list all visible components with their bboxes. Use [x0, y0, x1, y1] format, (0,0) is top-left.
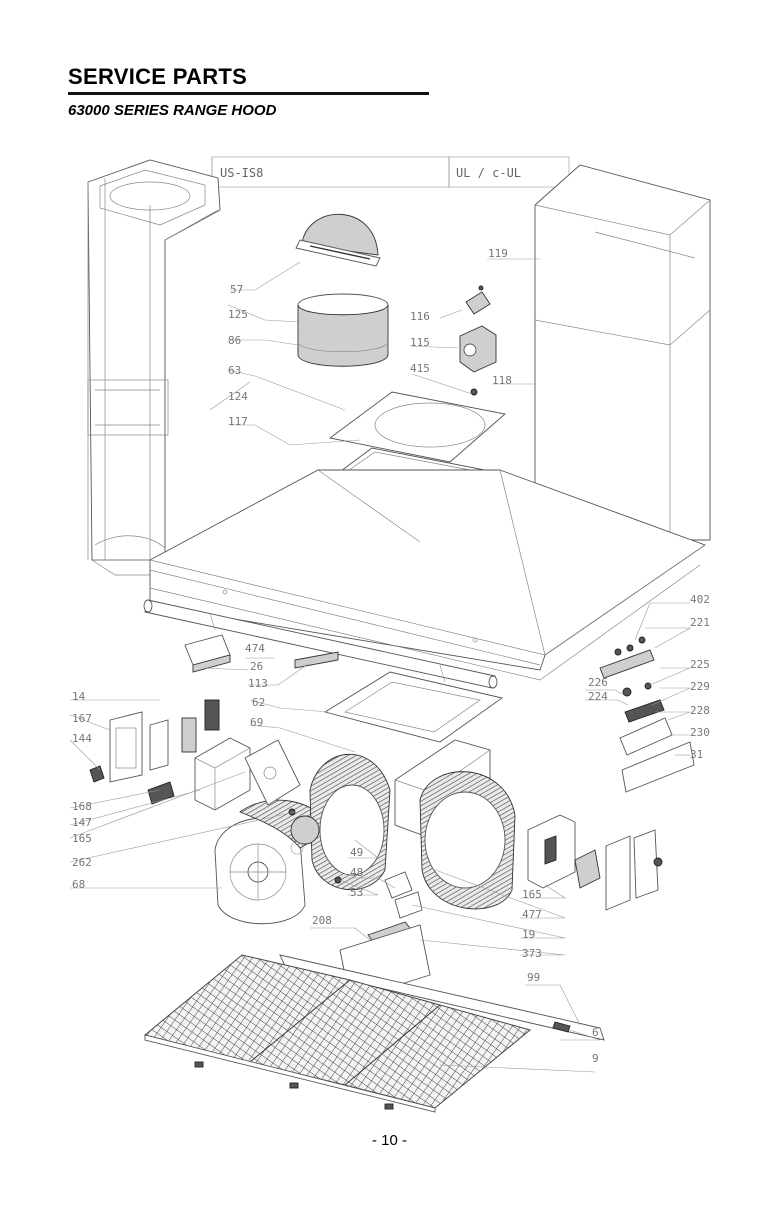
certification-box: US-IS8 UL / c-UL — [212, 157, 569, 187]
part-label: 57 — [230, 283, 243, 296]
part-label: 167 — [72, 712, 92, 725]
part-label: 262 — [72, 856, 92, 869]
part-label: 225 — [690, 658, 710, 671]
cert-label-right: UL / c-UL — [456, 166, 521, 180]
part-label: 31 — [690, 748, 703, 761]
part-label: 165 — [72, 832, 92, 845]
part-label: 124 — [228, 390, 248, 403]
part-label: 113 — [248, 677, 268, 690]
part-label: 373 — [522, 947, 542, 960]
part-label: 224 — [588, 690, 608, 703]
light-assembly-parts — [600, 637, 694, 792]
part-label: 228 — [690, 704, 710, 717]
part-label: 53 — [350, 886, 363, 899]
part-label: 48 — [350, 866, 363, 879]
part-label: 26 — [250, 660, 263, 673]
part-label: 99 — [527, 971, 540, 984]
part-477-relay — [606, 830, 662, 910]
part-label: 116 — [410, 310, 430, 323]
part-116-115-brackets — [460, 286, 496, 395]
part-57-dome — [296, 214, 380, 266]
part-label: 63 — [228, 364, 241, 377]
part-label: 168 — [72, 800, 92, 813]
part-label: 117 — [228, 415, 248, 428]
part-label: 230 — [690, 726, 710, 739]
part-label: 119 — [488, 247, 508, 260]
part-label: 402 — [690, 593, 710, 606]
part-label: 125 — [228, 308, 248, 321]
part-label: 208 — [312, 914, 332, 927]
part-label: 165 — [522, 888, 542, 901]
part-147-control-box — [195, 738, 250, 810]
part-165-right-switch — [528, 815, 600, 888]
part-label: 229 — [690, 680, 710, 693]
part-label: 147 — [72, 816, 92, 829]
right-chimney-cover — [535, 165, 710, 540]
part-label: 49 — [350, 846, 363, 859]
part-label: 9 — [592, 1052, 599, 1065]
part-label: 415 — [410, 362, 430, 375]
part-label: 19 — [522, 928, 535, 941]
part-label: 118 — [492, 374, 512, 387]
part-label: 477 — [522, 908, 542, 921]
part-86-collar — [298, 294, 388, 366]
cert-label-left: US-IS8 — [220, 166, 263, 180]
part-144-switch-panel — [90, 712, 142, 782]
grease-filters — [145, 955, 530, 1112]
part-label: 86 — [228, 334, 241, 347]
part-label: 144 — [72, 732, 92, 745]
part-label: 226 — [588, 676, 608, 689]
part-label: 474 — [245, 642, 265, 655]
part-label: 14 — [72, 690, 86, 703]
part-label: 62 — [252, 696, 265, 709]
part-label: 221 — [690, 616, 710, 629]
part-label: 115 — [410, 336, 430, 349]
part-label: 6 — [592, 1026, 599, 1039]
part-label: 69 — [250, 716, 263, 729]
left-chimney-cover — [88, 160, 220, 575]
page-number: - 10 - — [0, 1132, 779, 1149]
part-label: 68 — [72, 878, 85, 891]
